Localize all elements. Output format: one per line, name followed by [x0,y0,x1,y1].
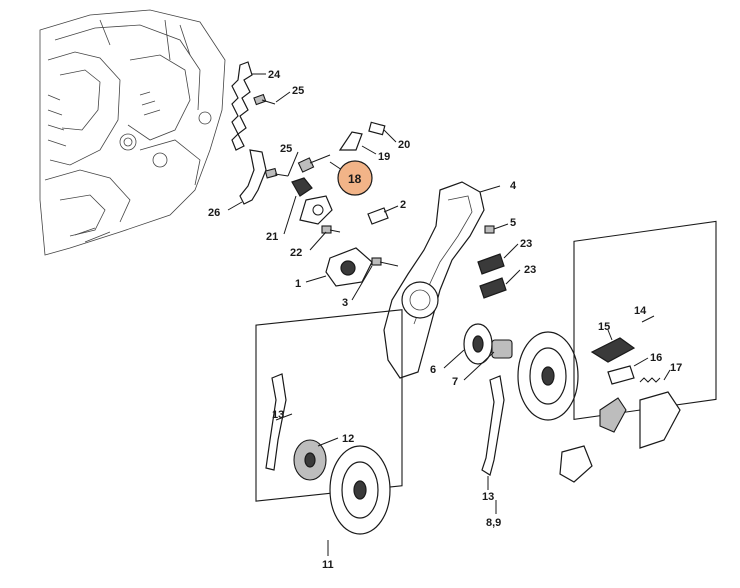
part-19-spring-clip [338,131,363,151]
label-25-top: 25 [292,85,304,97]
part-23-pad-lower [479,277,507,299]
part-13-lever-right [481,375,505,476]
part-22-screw [321,225,341,234]
clutch-shoes-assembled [559,391,681,483]
label-3: 3 [342,297,348,309]
part-18-bolt [297,154,331,173]
part-2-pin [367,207,389,225]
label-24: 24 [268,69,281,81]
part-15-shoe [590,337,636,363]
label-11: 11 [322,559,334,571]
part-26-bracket [239,149,267,205]
label-16: 16 [650,352,662,364]
part-25-screw-top [253,93,276,106]
label-17: 17 [670,362,682,374]
part-12-sprocket [293,439,327,481]
label-1: 1 [295,278,301,290]
highlight-circle-18 [337,160,373,196]
label-13-left: 13 [272,409,284,421]
part-labels: 24 25 20 19 25 18 26 2 4 5 21 22 23 23 1… [208,69,682,571]
label-14: 14 [634,305,647,317]
clutch-drum-right [517,331,579,421]
part-24-bumper-spike [231,61,253,151]
label-26: 26 [208,207,220,219]
part-5-screw [484,225,495,234]
part-3-screw [371,257,399,267]
part-20-clip [368,121,386,136]
leader-lines [227,73,671,556]
part-7-needle-bearing [491,339,513,359]
part-1-oil-pump [325,247,373,287]
label-2: 2 [400,199,406,211]
label-8-9: 8,9 [486,517,501,529]
clutch-carrier [599,397,627,433]
label-13-right: 13 [482,491,494,503]
engine-block [39,9,226,256]
label-4: 4 [510,180,517,192]
label-21: 21 [266,231,278,243]
part-25-screw-lower [264,167,289,179]
label-23-upper: 23 [520,238,532,250]
part-4-brake-cover [383,181,485,379]
part-21-adjuster [291,177,333,225]
clutch-drum-left [329,445,391,535]
label-23-lower: 23 [524,264,536,276]
label-6: 6 [430,364,436,376]
label-20: 20 [398,139,410,151]
label-12: 12 [342,433,354,445]
label-5: 5 [510,217,516,229]
box-11-sprocket-assembly [255,309,403,502]
label-18-highlighted: 18 [348,172,362,186]
part-16-springs [607,365,635,385]
label-19: 19 [378,151,390,163]
label-15: 15 [598,321,610,333]
part-17-spring [639,377,661,383]
part-23-pad-upper [477,253,505,275]
label-25-lower: 25 [280,143,292,155]
label-7: 7 [452,376,458,388]
part-13-lever-left [265,373,287,471]
label-22: 22 [290,247,302,259]
